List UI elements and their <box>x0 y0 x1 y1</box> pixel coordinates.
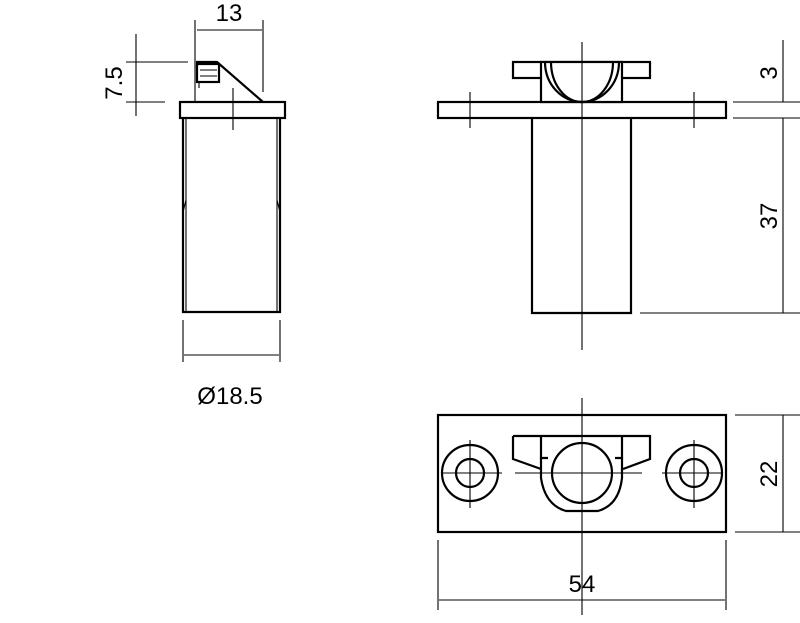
dim-18-5-lines <box>182 320 281 362</box>
side-latch-bevel <box>196 60 264 103</box>
dim-54-label: 54 <box>569 571 596 598</box>
side-body <box>181 118 282 314</box>
side-latch-box <box>195 62 221 84</box>
dim-7-5-lines <box>126 34 188 116</box>
front-dim-lines <box>640 40 800 314</box>
dim-13-lines <box>194 20 264 102</box>
dim-3-label: 3 <box>756 66 783 79</box>
side-body-detail <box>182 118 281 312</box>
dim-7-5-label: 7.5 <box>101 66 128 99</box>
top-view: 22 54 <box>436 398 800 615</box>
dim-37-label: 37 <box>756 203 783 230</box>
dim-13-label: 13 <box>216 0 243 27</box>
side-view: 13 7.5 Ø18.5 <box>101 0 287 410</box>
front-centerlines <box>469 42 695 350</box>
latch-wings <box>511 434 652 471</box>
top-centerlines <box>442 398 722 615</box>
top-dim-lines <box>437 414 800 610</box>
dim-22-label: 22 <box>756 461 783 488</box>
front-view: 3 37 <box>436 40 800 350</box>
dim-18-5-label: Ø18.5 <box>197 383 262 410</box>
side-latch-detail <box>198 69 217 88</box>
